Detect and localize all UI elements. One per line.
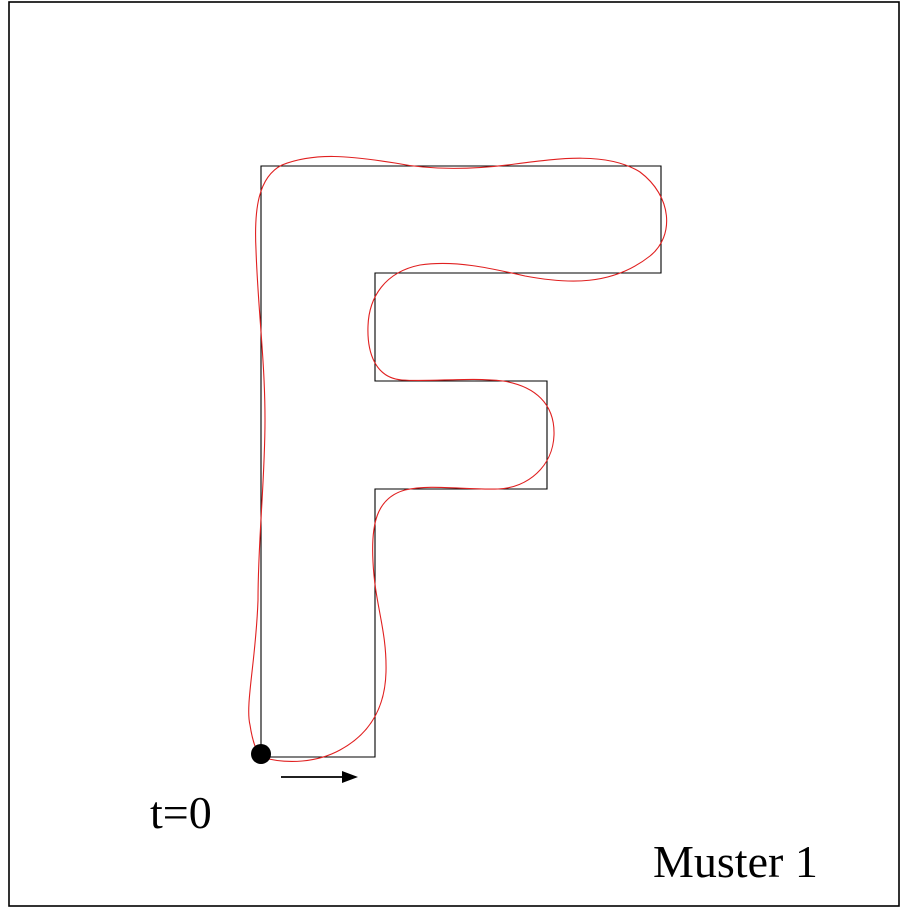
start-point-marker	[251, 744, 271, 764]
pattern-label: Muster 1	[653, 836, 818, 887]
start-time-label: t=0	[150, 787, 212, 838]
letter-f-outline	[260, 165, 662, 758]
figure-frame	[8, 1, 900, 907]
direction-arrow-head	[342, 771, 358, 783]
approximation-curve	[248, 155, 668, 762]
